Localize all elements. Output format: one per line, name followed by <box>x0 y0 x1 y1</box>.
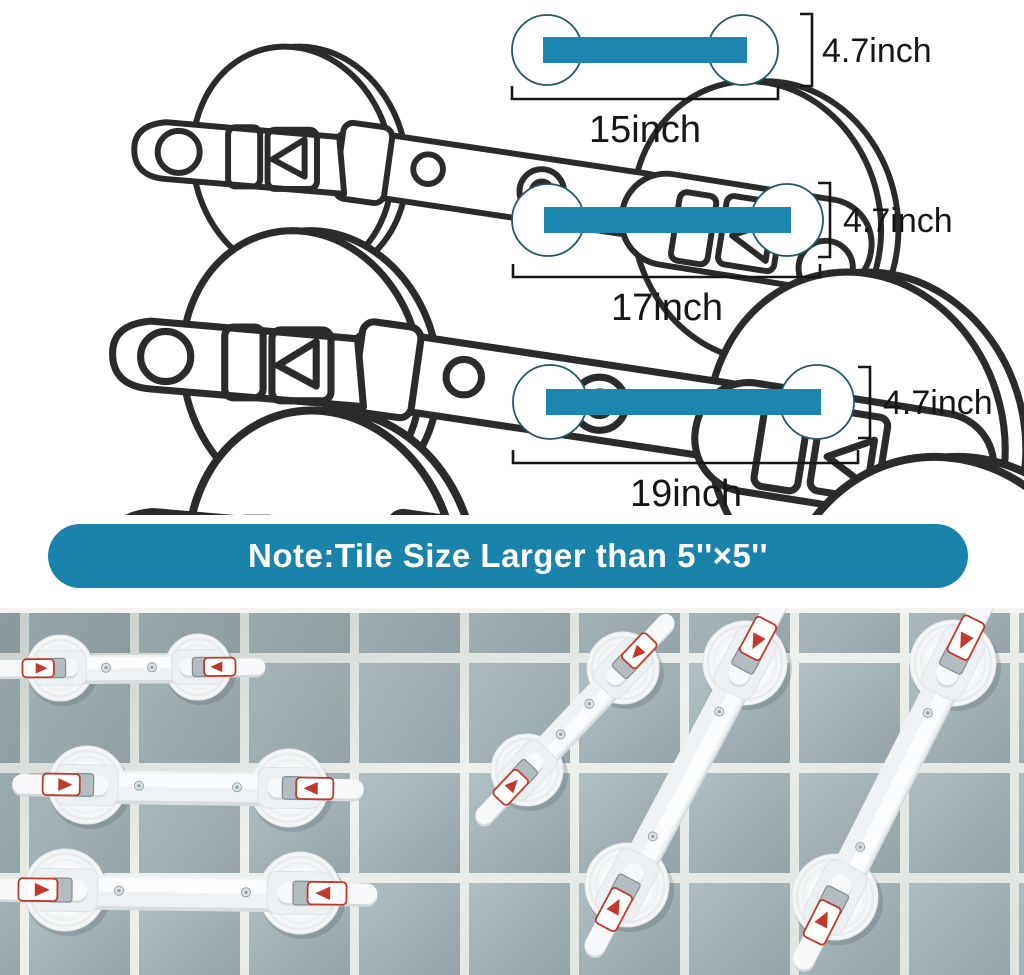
warning-triangle-sticker <box>203 656 237 677</box>
warning-triangle-sticker <box>21 658 55 679</box>
warning-triangle-sticker <box>492 768 529 806</box>
warning-triangle-sticker <box>41 772 81 797</box>
grab-bar-photo <box>475 613 675 827</box>
warning-triangle-sticker <box>594 886 633 933</box>
width-bracket <box>511 264 822 279</box>
warning-triangle-sticker <box>946 614 986 661</box>
grab-bar-photo <box>584 608 792 958</box>
width-bracket <box>511 450 860 465</box>
photo-grab-bars <box>0 608 1001 972</box>
width-label: 15inch <box>589 109 701 151</box>
bar-shape <box>544 207 791 233</box>
height-bracket <box>858 365 872 440</box>
warning-triangle-sticker <box>17 877 59 903</box>
grab-bar-photo <box>12 745 364 832</box>
grab-bar-photo <box>0 848 378 939</box>
warning-triangle-sticker <box>739 615 778 662</box>
height-bracket <box>800 12 814 88</box>
bar-shape <box>546 389 821 415</box>
note-banner: Note:Tile Size Larger than 5''×5'' <box>48 524 968 588</box>
width-label: 19inch <box>630 473 742 515</box>
width-label: 17inch <box>611 287 723 329</box>
size-diagram-17: 4.7inch 17inch <box>511 181 953 329</box>
grab-bar-photo <box>791 608 1001 972</box>
grab-bar-photo <box>0 633 266 706</box>
bar-shape <box>543 37 747 63</box>
installation-photo <box>0 608 1024 975</box>
height-label: 4.7inch <box>883 384 993 422</box>
warning-triangle-sticker <box>621 632 658 670</box>
width-bracket <box>510 86 780 101</box>
warning-triangle-sticker <box>306 880 348 906</box>
warning-triangle-sticker <box>295 776 335 801</box>
warning-triangle-sticker <box>802 899 842 946</box>
height-label: 4.7inch <box>822 32 932 70</box>
size-diagram-15: 4.7inch 15inch <box>510 12 932 151</box>
wall-top-edge <box>0 608 1024 613</box>
height-bracket <box>818 181 832 259</box>
size-guide-diagrams: 4.7inch 15inch 4.7inch 17inch 4.7inch 19… <box>0 12 1024 515</box>
height-label: 4.7inch <box>843 202 953 240</box>
note-text: Note:Tile Size Larger than 5''×5'' <box>247 537 768 574</box>
size-diagram-19: 4.7inch 19inch <box>511 364 993 515</box>
